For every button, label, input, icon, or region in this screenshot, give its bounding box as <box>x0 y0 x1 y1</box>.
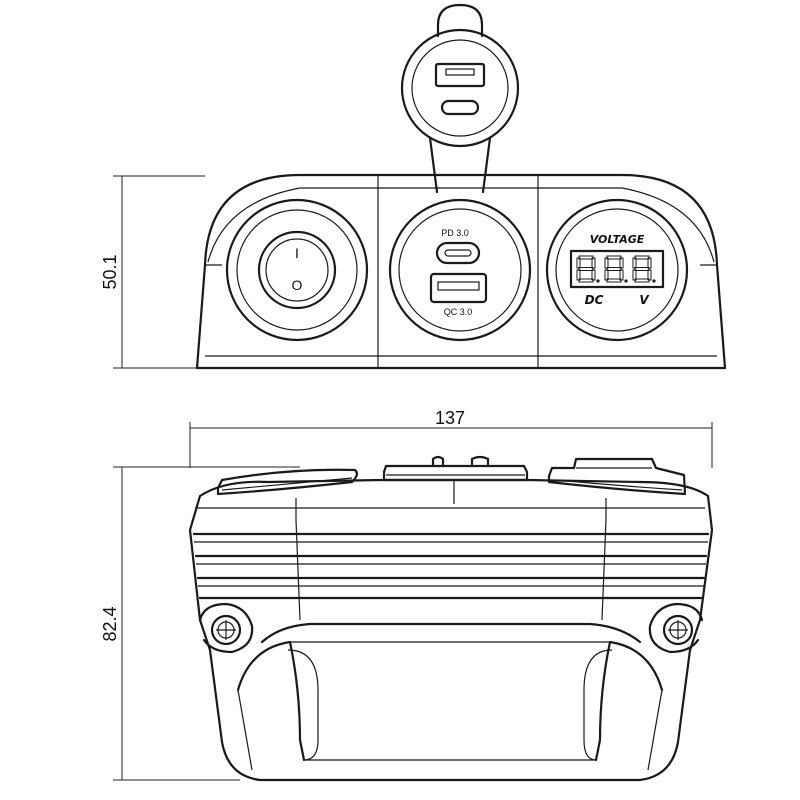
voltmeter-title: VOLTAGE <box>590 233 645 246</box>
side-housing <box>188 478 714 782</box>
front-height-dimension: 50.1 <box>100 175 205 369</box>
voltmeter-dc-label: DC <box>585 293 604 307</box>
front-housing <box>195 173 727 370</box>
side-height-value: 82.4 <box>100 606 120 641</box>
voltmeter-digit-segment <box>578 255 594 260</box>
dust-cap <box>400 3 520 194</box>
voltmeter-digit-segment <box>619 257 624 269</box>
voltmeter-decimal-point <box>596 279 600 283</box>
voltmeter-digit-segment <box>619 269 624 281</box>
front-view: I O PD 3.0 QC 3.0 VOLTAGE DC V <box>100 3 727 370</box>
voltmeter-digit-segment <box>576 257 581 269</box>
rocker-switch: I O <box>225 198 369 342</box>
side-ribs <box>192 519 710 621</box>
voltmeter-decimal-point <box>624 279 628 283</box>
voltmeter-digit-segment <box>634 255 650 260</box>
voltmeter-decimal-point <box>652 279 656 283</box>
voltmeter-digit-segment <box>578 267 594 271</box>
usb-socket: PD 3.0 QC 3.0 <box>388 198 532 342</box>
voltmeter-digit-segment <box>591 269 596 281</box>
right-mount-hole <box>648 602 704 654</box>
voltmeter-digit-segment <box>634 278 650 283</box>
switch-on-symbol: I <box>295 245 299 261</box>
front-height-value: 50.1 <box>100 254 120 289</box>
voltmeter-digit-segment <box>606 278 622 283</box>
width-value: 137 <box>435 408 465 428</box>
voltmeter-digit-segment <box>632 257 637 269</box>
voltmeter-digit-segment <box>606 267 622 271</box>
side-view: 137 82.4 <box>100 408 714 782</box>
voltmeter-digit-segment <box>606 255 622 260</box>
voltmeter-digit-segment <box>576 269 581 281</box>
voltmeter-digit-segment <box>591 257 596 269</box>
usb-c-port <box>435 241 481 265</box>
voltmeter-digit-segment <box>632 269 637 281</box>
voltmeter-digits <box>576 255 656 283</box>
left-mount-hole <box>198 602 254 654</box>
voltmeter-digit-segment <box>578 278 594 283</box>
lower-recess <box>236 622 664 771</box>
side-height-dimension: 82.4 <box>100 466 300 781</box>
voltmeter-digit-segment <box>647 257 652 269</box>
voltmeter-digit-segment <box>604 257 609 269</box>
voltmeter-digit-segment <box>604 269 609 281</box>
usb-a-port <box>429 272 488 304</box>
usb-c-label: PD 3.0 <box>441 228 469 238</box>
voltmeter-digit-segment <box>634 267 650 271</box>
top-caps <box>216 455 687 496</box>
voltmeter: VOLTAGE DC V <box>545 198 689 342</box>
switch-off-symbol: O <box>292 277 303 293</box>
voltmeter-digit-segment <box>647 269 652 281</box>
voltmeter-display <box>569 249 665 289</box>
width-dimension: 137 <box>189 408 713 468</box>
voltmeter-v-label: V <box>639 293 650 307</box>
usb-a-label: QC 3.0 <box>444 307 473 317</box>
